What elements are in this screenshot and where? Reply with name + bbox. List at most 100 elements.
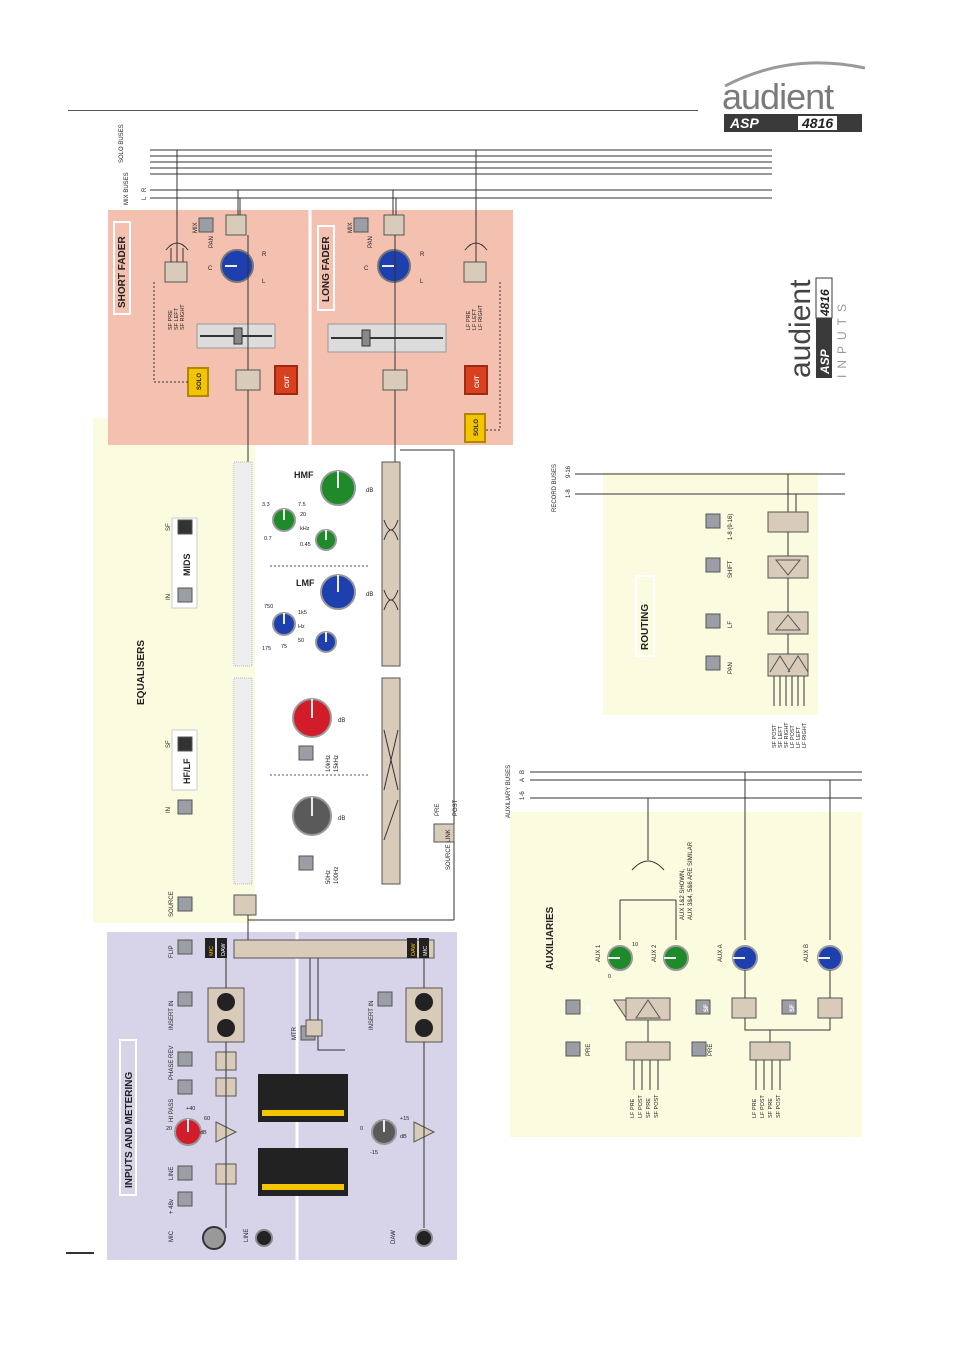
post-label: POST [453,799,459,816]
lf-freq-button[interactable] [298,855,314,871]
swoosh-icon [724,61,866,88]
gain-40: +40 [186,1106,195,1112]
side-logo-subtitle: INPUTS [835,298,849,378]
sf-solo-label: SOLO [197,373,203,390]
aux-src-lf-post: LF POST [638,1094,644,1118]
gain-db: dB [200,1130,207,1136]
sf-pan-r: R [262,252,267,258]
hmf-7-5: 7.5 [298,502,306,508]
auxab-src-lf-pre: LF PRE [752,1098,758,1118]
route-src-4: LF POST [790,724,796,748]
source-button[interactable] [177,896,193,912]
hf-freq-button[interactable] [298,745,314,761]
aux1-label: AUX 1 [596,944,602,962]
shift-button[interactable] [705,557,721,573]
hpf-button[interactable] [177,1079,193,1095]
lmf-db: dB [366,592,373,598]
phase-button[interactable] [177,1051,193,1067]
model-number: 4816 [798,116,838,130]
phase-label: PHASE REV [169,1046,175,1080]
auxab-pre-label: PRE [708,1044,714,1056]
line-button[interactable] [177,1165,193,1181]
phantom-button[interactable] [177,1191,193,1207]
lmf-75: 75 [281,644,287,650]
inputs-section: FLIP MIC DAW DAW MIC INSERT IN PHASE REV… [166,915,443,1250]
lf-50hz: 50Hz [326,870,332,884]
sf-cut-label: CUT [285,375,291,388]
auxab-pre-button[interactable] [691,1041,707,1057]
pre-label: PRE [435,804,441,816]
long-fader-title: LONG FADER [321,236,332,302]
hflf-sf-button[interactable] [177,736,193,752]
insert-in-label: INSERT IN [169,1001,175,1030]
insert-in-button[interactable] [177,991,193,1007]
eq-panel-left [93,418,255,923]
sf-right-label: SF RIGHT [180,304,186,330]
auxb-label: AUX B [804,944,810,962]
lf-cut-button[interactable] [464,365,488,395]
lf-solo-button[interactable] [464,413,486,443]
record-buses-label: RECORD BUSES [552,464,558,512]
long-fader-section: MIX PAN C R L CUT SOLO LF PRE LF LEFT LF… [327,214,501,462]
side-logo-brand: audient [784,279,817,378]
lf-mix-button[interactable] [353,217,369,233]
mids-in-label: IN [166,594,172,600]
mic-xlr-icon[interactable] [202,1226,226,1250]
lf-db: dB [338,816,345,822]
rb-label: 1-8 (9-16) [728,514,734,540]
mix-buses-label: MIX BUSES [124,172,130,205]
aux12-sf-label: SF [586,1004,592,1012]
aux-note-1: AUX 1&2 SHOWN, [680,869,686,920]
aux12-pre-button[interactable] [565,1041,581,1057]
hf-db: dB [338,718,345,724]
aux-src-sf-pre: SF PRE [646,1098,652,1118]
short-fader-title: SHORT FADER [117,236,128,308]
auxab-src-sf-pre: SF PRE [768,1098,774,1118]
auxb-sf-button[interactable] [781,999,797,1015]
source-label: SOURCE [169,891,175,917]
daw-jack-icon[interactable] [415,1229,433,1247]
shift-label: SHIFT [728,560,734,578]
model-badge: ASP 4816 [724,114,862,132]
lf-route-button[interactable] [705,613,721,629]
mids-sf-label: SF [166,523,172,531]
aux2-label: AUX 2 [652,944,658,962]
sf-cut-button[interactable] [274,365,298,395]
lmf-50: 50 [298,638,304,644]
hmf-0-7: 0.7 [264,536,272,542]
daw-insert-in-button[interactable] [377,991,393,1007]
aux-src-lf-pre: LF PRE [630,1098,636,1118]
hmf-3-3: 3.3 [262,502,270,508]
route-src-3: SF RIGHT [784,722,790,748]
aux12-sf-button[interactable] [565,999,581,1015]
mids-sf-button[interactable] [177,519,193,535]
lmf-hz: Hz [298,624,305,630]
aux-buses-label: AUXILIARY BUSES [506,765,512,818]
hflf-in-button[interactable] [177,799,193,815]
mic-label: MIC [169,1230,175,1242]
mic-tag: MIC [209,946,215,956]
side-logo-number: 4816 [818,289,832,317]
daw-trim-db: dB [400,1134,407,1140]
lf-pan-r: R [420,252,425,258]
auxab-src-sf-post: SF POST [776,1094,782,1118]
sf-pre-label: SF PRE [168,310,174,330]
hflf-in-label: IN [166,807,172,813]
lf-route-label: LF [728,621,734,628]
source-link-label: SOURCE LINK [446,829,452,870]
pan-route-button[interactable] [705,655,721,671]
auxa-sf-button[interactable] [695,999,711,1015]
hmf-0-45: 0.45 [300,542,311,548]
bus-l-label: L [142,196,148,200]
mids-in-button[interactable] [177,587,193,603]
flip-button[interactable] [177,939,193,955]
rb-button[interactable] [705,513,721,529]
solo-buses-label: SOLO BUSES [119,124,125,163]
pan-route-label: PAN [728,662,734,674]
sf-pan-c: C [208,266,213,272]
route-src-1: SF POST [772,724,778,748]
sf-mix-button[interactable] [198,217,214,233]
line-jack-icon[interactable] [255,1229,273,1247]
aux1-ten: 10 [632,942,638,948]
